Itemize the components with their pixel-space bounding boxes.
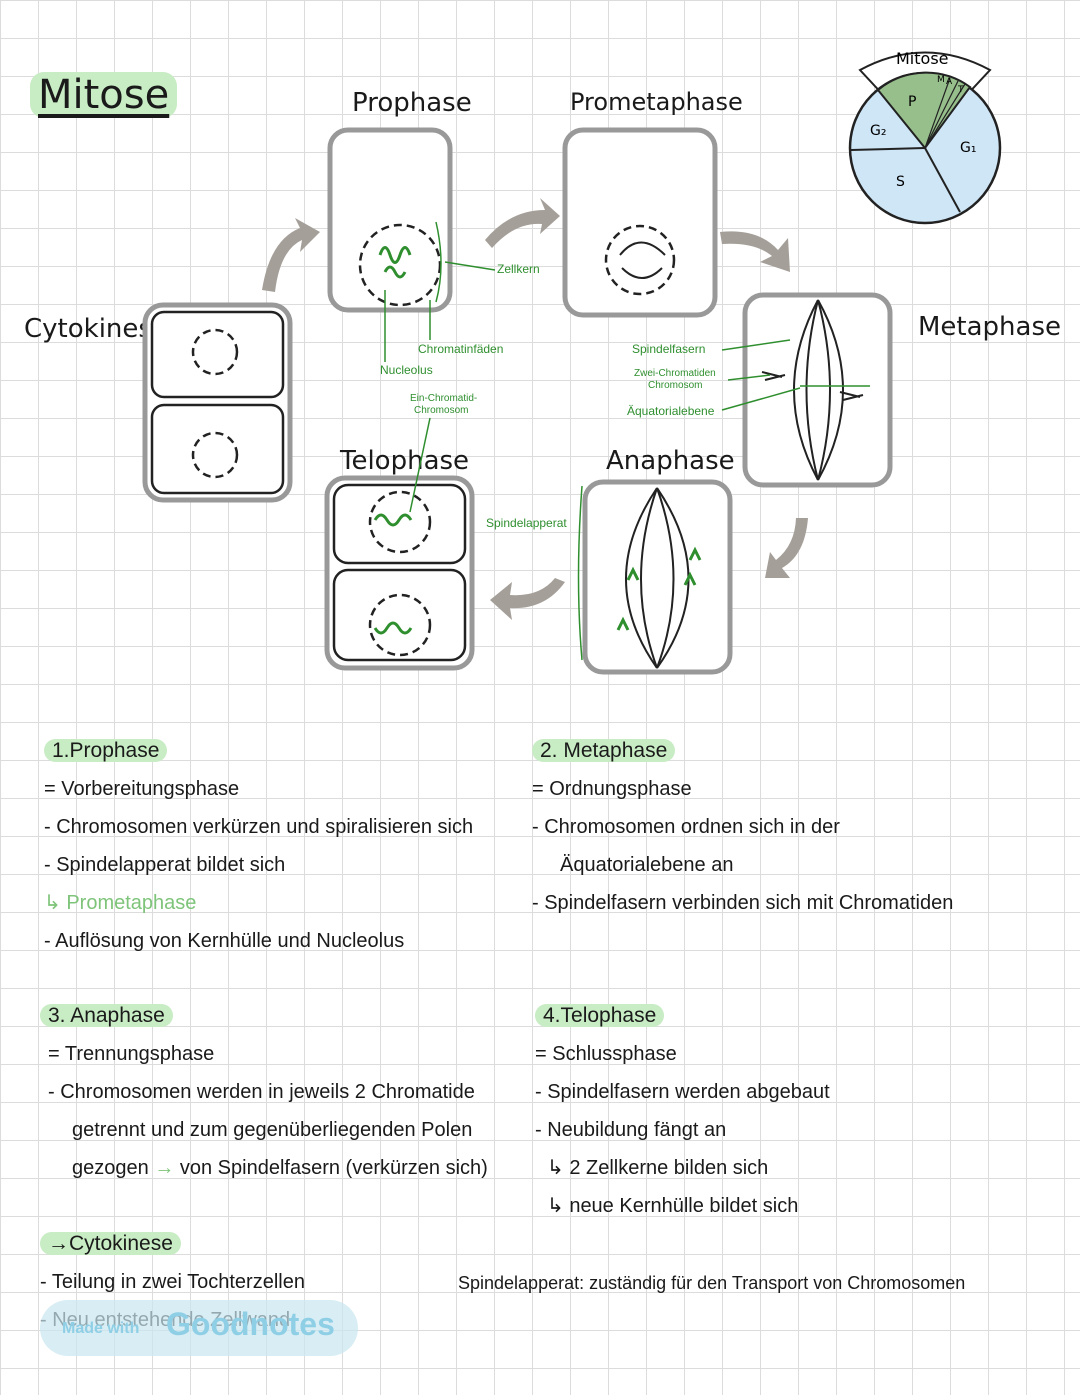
label-nucleolus: Nucleolus	[380, 363, 433, 377]
label-zellkern: Zellkern	[497, 262, 540, 276]
arrow-metaphase-anaphase	[765, 518, 808, 578]
telophase-cell	[324, 475, 475, 671]
segment-a: A	[946, 77, 953, 87]
prophase-nucleus	[358, 223, 442, 307]
s-g1-divider	[924, 147, 961, 213]
segment-s: S	[896, 174, 905, 190]
metaphase-cell	[742, 292, 893, 488]
g2-s-divider	[850, 147, 926, 151]
notes-anaphase: 3. Anaphase = Trennungsphase - Chromosom…	[40, 997, 520, 1187]
segment-t: T	[957, 85, 964, 95]
arrow-anaphase-telophase	[490, 578, 565, 620]
label-ein-chromatid-2: Chromosom	[414, 405, 469, 416]
label-zwei-chromatiden-2: Chromosom	[648, 380, 703, 391]
goodnotes-watermark: Made with Goodnotes	[40, 1300, 358, 1356]
note-heading-anaphase: 3. Anaphase	[40, 1004, 173, 1027]
arrow-cytokinese-prophase	[262, 218, 320, 292]
label-aequatorialebene: Äquatorialebene	[627, 404, 715, 418]
label-zwei-chromatiden-1: Zwei-Chromatiden	[634, 368, 716, 379]
cytokinese-cell	[142, 302, 293, 503]
note-heading-cytokinese: →Cytokinese	[40, 1232, 181, 1255]
telophase-title: Telophase	[340, 446, 470, 476]
segment-g1: G₁	[960, 140, 976, 156]
arrow-prometaphase-metaphase	[720, 231, 790, 272]
cell-cycle-diagram: Mitose P M A T G₂ G₁ S	[848, 49, 1002, 225]
prophase-cell	[327, 127, 453, 313]
segment-g2: G₂	[870, 123, 886, 139]
label-spindelapperat: Spindelapperat	[486, 516, 567, 530]
spindel-note: Spindelapperat: zuständig für den Transp…	[458, 1273, 966, 1293]
label-ein-chromatid-1: Ein-Chromatid-	[410, 393, 478, 404]
notes-metaphase: 2. Metaphase = Ordnungsphase - Chromosom…	[532, 739, 954, 914]
arrow-prophase-prometaphase	[485, 198, 560, 248]
mitosis-wedge	[876, 71, 972, 150]
segment-p: P	[908, 94, 916, 110]
label-chromatinfaden: Chromatinfäden	[418, 342, 504, 356]
label-spindelfasern: Spindelfasern	[632, 342, 706, 356]
anaphase-title: Anaphase	[606, 446, 735, 476]
notes-prophase: 1.Prophase = Vorbereitungsphase - Chromo…	[44, 739, 474, 952]
note-heading-telophase: 4.Telophase	[535, 1004, 665, 1027]
mitosis-cycle-illustration	[142, 127, 893, 675]
notes-telophase: 4.Telophase = Schlussphase - Spindelfase…	[535, 1004, 830, 1217]
metaphase-title: Metaphase	[918, 312, 1062, 342]
anaphase-cell	[582, 479, 733, 675]
prometaphase-cell	[562, 127, 718, 318]
prophase-title: Prophase	[352, 88, 472, 118]
prometaphase-nucleus	[604, 224, 676, 296]
note-heading-prophase: 1.Prophase	[44, 739, 168, 762]
note-heading-metaphase: 2. Metaphase	[532, 739, 676, 762]
cycle-title: Mitose	[896, 49, 949, 68]
segment-m: M	[937, 75, 945, 85]
prometaphase-title: Prometaphase	[570, 88, 743, 116]
page-title: Mitose	[30, 72, 178, 118]
